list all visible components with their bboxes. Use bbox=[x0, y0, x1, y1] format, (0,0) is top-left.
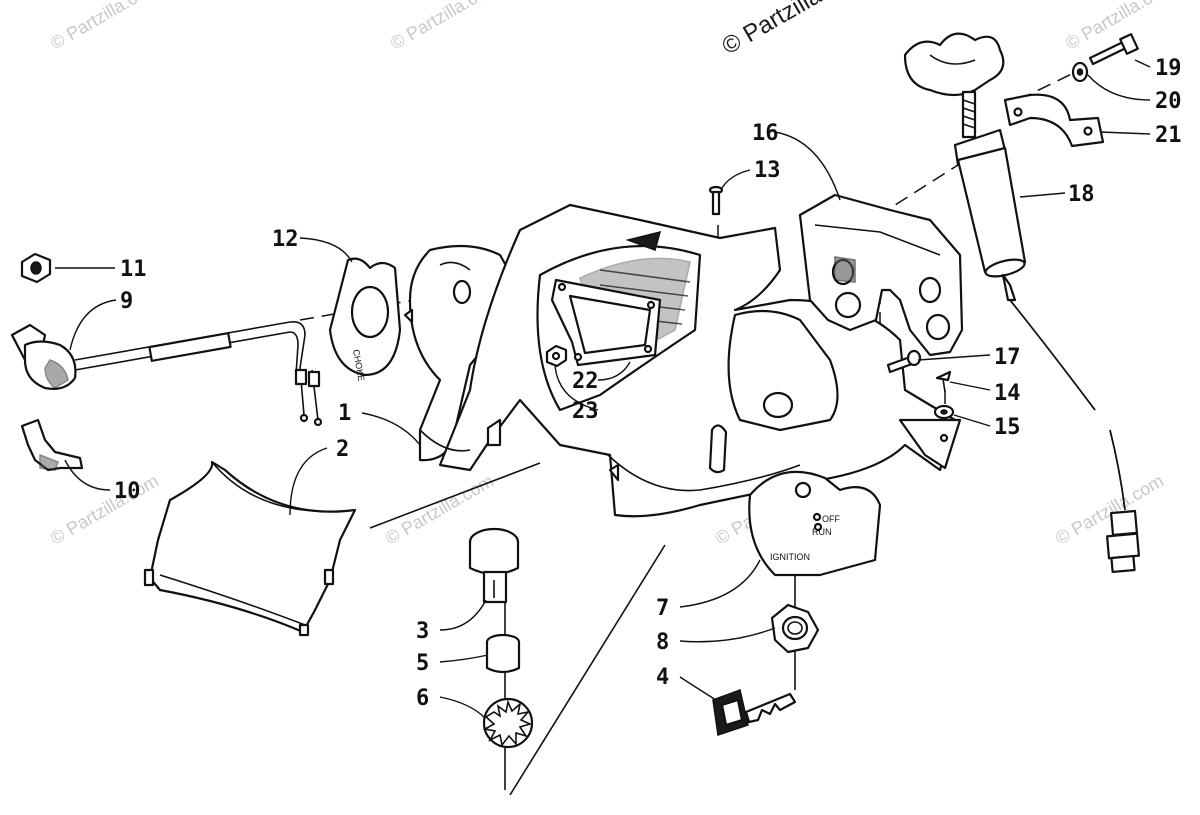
callout-11: 11 bbox=[120, 257, 147, 282]
callout-10: 10 bbox=[114, 479, 141, 504]
callout-18: 18 bbox=[1068, 182, 1095, 207]
switch-ignition-label: IGNITION bbox=[770, 552, 810, 562]
choke-cable-9 bbox=[10, 320, 323, 427]
nut-8 bbox=[770, 603, 820, 654]
key-4 bbox=[712, 688, 797, 736]
callout-3: 3 bbox=[416, 619, 429, 644]
watermark: © Partzilla.com bbox=[47, 0, 162, 53]
knob-10 bbox=[20, 418, 84, 472]
washer-15 bbox=[933, 404, 955, 420]
callout-labels: 1 2 3 4 5 6 7 8 9 10 11 12 13 14 15 16 1… bbox=[114, 56, 1182, 711]
callout-14: 14 bbox=[994, 381, 1021, 406]
callout-1: 1 bbox=[338, 401, 351, 426]
watermark: © Partzilla.com bbox=[387, 0, 502, 53]
ignition-plate-7: OFF RUN IGNITION bbox=[748, 470, 882, 577]
callout-17: 17 bbox=[994, 345, 1021, 370]
callout-15: 15 bbox=[994, 415, 1021, 440]
screw-14 bbox=[935, 370, 952, 393]
primer-shaft bbox=[961, 90, 977, 139]
callout-22: 22 bbox=[572, 369, 599, 394]
callout-20: 20 bbox=[1155, 89, 1182, 114]
lock-washer-6 bbox=[482, 697, 534, 749]
callout-16: 16 bbox=[752, 121, 779, 146]
primer-pump bbox=[903, 32, 1141, 574]
nut-23 bbox=[545, 344, 568, 368]
nut-11 bbox=[20, 252, 52, 284]
gasket-plate bbox=[550, 278, 662, 367]
decal-12: CHOKE bbox=[328, 257, 402, 382]
screw-19 bbox=[1088, 33, 1139, 66]
screw-13 bbox=[708, 185, 724, 216]
callout-6: 6 bbox=[416, 686, 429, 711]
callout-13: 13 bbox=[754, 158, 781, 183]
callout-4: 4 bbox=[656, 665, 669, 690]
callout-21: 21 bbox=[1155, 123, 1182, 148]
leader-lines bbox=[55, 59, 1151, 719]
callout-2: 2 bbox=[336, 437, 349, 462]
clamp-21 bbox=[1003, 93, 1105, 148]
screw-17 bbox=[886, 349, 922, 374]
callout-9: 9 bbox=[120, 289, 133, 314]
callout-12: 12 bbox=[272, 227, 299, 252]
bracket bbox=[798, 193, 964, 357]
switch-off-label: OFF bbox=[822, 514, 840, 524]
watermark: © Partzilla.com bbox=[47, 470, 162, 548]
callout-5: 5 bbox=[416, 651, 429, 676]
callout-23: 23 bbox=[572, 399, 599, 424]
watermark-main: © Partzilla bbox=[718, 0, 827, 60]
bushing-5 bbox=[485, 633, 521, 674]
switch-run-label: RUN bbox=[812, 527, 832, 537]
callout-8: 8 bbox=[656, 630, 669, 655]
callout-7: 7 bbox=[656, 596, 669, 621]
lower-cover-2 bbox=[143, 460, 357, 637]
washer-20 bbox=[1071, 61, 1089, 83]
switch-3 bbox=[468, 527, 520, 604]
callout-19: 19 bbox=[1155, 56, 1182, 81]
